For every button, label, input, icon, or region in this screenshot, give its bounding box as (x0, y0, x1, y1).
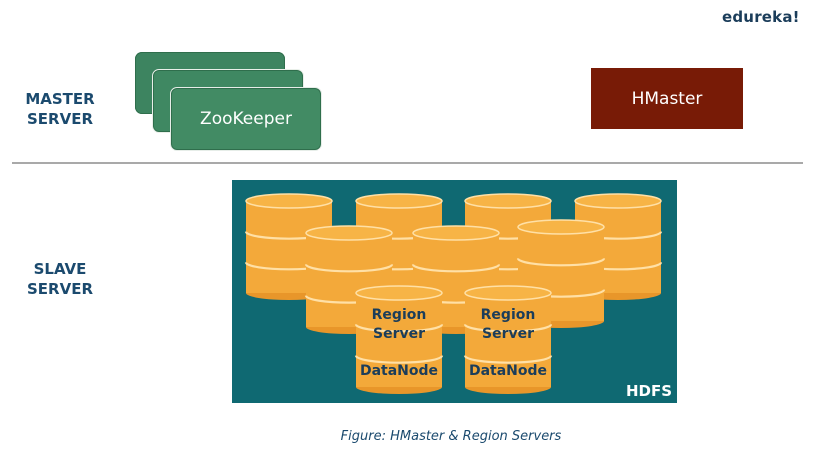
cylinder-region-server-2 (463, 285, 553, 394)
master-slave-divider (12, 162, 803, 164)
master-server-label: MASTER SERVER (0, 89, 120, 129)
zookeeper-card: ZooKeeper (170, 87, 322, 151)
region-server-2-line1: Region (480, 307, 536, 323)
cylinder-region-server-1 (354, 285, 444, 394)
slave-server-label-line1: SLAVE (33, 260, 87, 278)
region-server-2-line2: Server (481, 326, 534, 342)
hmaster-label: HMaster (631, 88, 703, 109)
slave-server-label-line2: SERVER (26, 280, 93, 298)
datanode-2-label: DataNode (468, 363, 548, 379)
hdfs-label: HDFS (625, 382, 672, 400)
region-server-2-label: Region Server (465, 306, 551, 344)
region-server-1-line1: Region (371, 307, 427, 323)
figure-caption: Figure: HMaster & Region Servers (340, 429, 562, 444)
slave-server-label: SLAVE SERVER (0, 259, 120, 299)
region-server-1-label: Region Server (356, 306, 442, 344)
hmaster-box: HMaster (591, 68, 743, 129)
datanode-1-label: DataNode (359, 363, 439, 379)
master-server-label-line2: SERVER (26, 110, 93, 128)
master-server-label-line1: MASTER (25, 90, 95, 108)
region-server-1-line2: Server (372, 326, 425, 342)
brand-logo: edureka! (722, 8, 800, 26)
zookeeper-label: ZooKeeper (200, 109, 292, 129)
